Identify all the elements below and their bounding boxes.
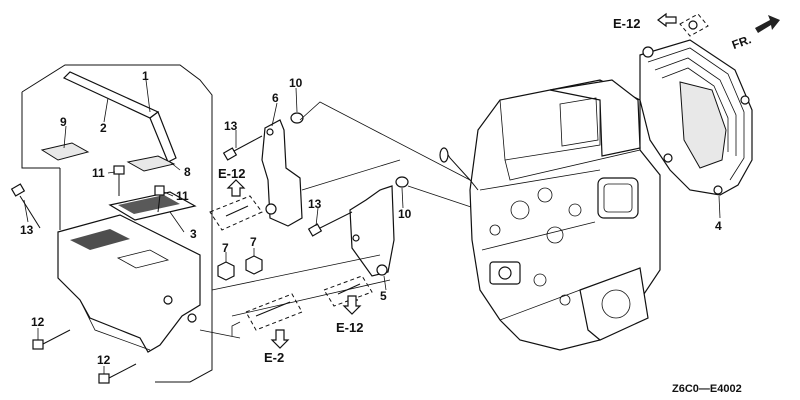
ref-label-e12-center: E-12: [336, 320, 363, 335]
part-number-11-upper: 11: [92, 166, 105, 180]
washer-10-left: [290, 112, 304, 124]
nut-7-right: [245, 255, 263, 275]
front-direction-arrow: [755, 15, 780, 33]
bolt-11-upper: [113, 165, 125, 196]
part-number-10-right: 10: [398, 207, 412, 221]
cover-plate: [57, 191, 201, 353]
part-number-9: 9: [60, 115, 67, 129]
part-number-2: 2: [100, 121, 107, 135]
bracket-6: [261, 119, 303, 227]
part-number-12-bottom: 12: [97, 353, 111, 367]
washer-10-right: [395, 176, 409, 188]
part-number-13-left: 13: [20, 223, 34, 237]
assembly-lines: [199, 101, 481, 339]
part-number-3: 3: [190, 227, 197, 241]
part-number-10-left: 10: [289, 76, 303, 90]
engine-body: [439, 79, 661, 351]
ref-arrow-left: [226, 179, 246, 197]
ref-label-e2: E-2: [264, 350, 284, 365]
drawing-code: Z6C0—E4002: [672, 383, 742, 395]
bolt-13-upper: [222, 135, 263, 161]
part-number-5: 5: [380, 289, 387, 303]
leader-lines: [23, 79, 721, 374]
part-number-8: 8: [184, 165, 191, 179]
ref-label-e12-left: E-12: [218, 166, 245, 181]
bolt-12-left: [32, 329, 71, 350]
bolt-13-left: [10, 183, 41, 229]
fan-cover: [639, 39, 753, 196]
ref-label-e12-top: E-12: [613, 16, 640, 31]
part-number-7-left: 7: [222, 241, 229, 255]
part-number-1: 1: [142, 69, 149, 83]
pad-9: [40, 142, 90, 161]
ref-box-top: [679, 13, 709, 37]
ref-arrow-center: [342, 295, 362, 315]
left-assembly-frame: [21, 64, 213, 383]
part-number-12-left: 12: [31, 315, 45, 329]
pad-8: [126, 155, 176, 172]
part-number-7-right: 7: [250, 235, 257, 249]
part-number-6: 6: [272, 91, 279, 105]
ref-arrow-e2: [270, 329, 290, 349]
part-number-13-upper: 13: [224, 119, 238, 133]
part-number-11-right: 11: [176, 189, 189, 203]
seal-strip: [62, 71, 177, 163]
part-number-4: 4: [715, 219, 722, 233]
nut-7-left: [217, 261, 235, 281]
ref-box-upper: [209, 195, 263, 231]
part-number-13-center: 13: [308, 197, 322, 211]
front-label: FR.: [730, 32, 753, 52]
ref-box-lower: [245, 293, 303, 331]
ref-arrow-top: [657, 12, 677, 28]
bracket-5: [349, 185, 395, 277]
bolt-11-right: [154, 185, 165, 213]
bolt-13-center: [307, 211, 353, 237]
